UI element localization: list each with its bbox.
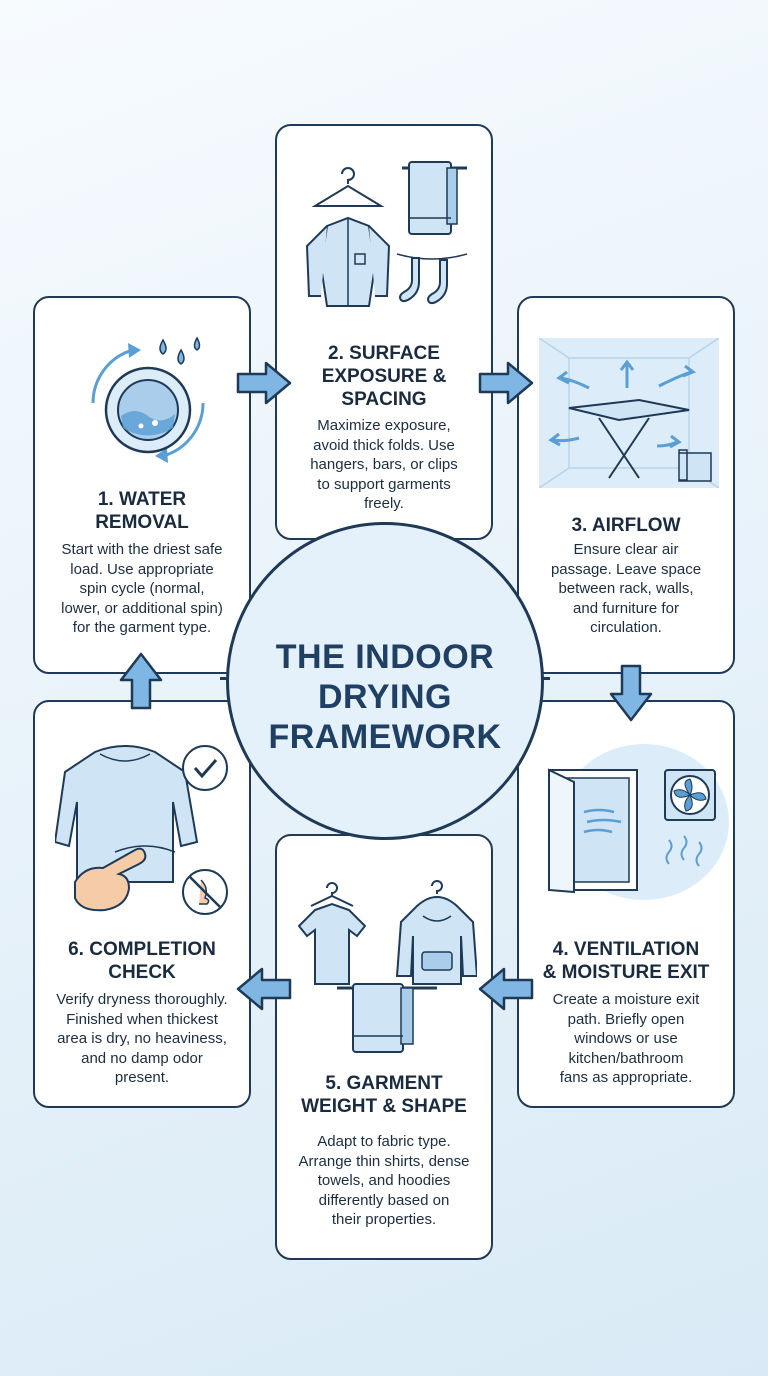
tshirt-hoodie-towel-icon	[297, 880, 477, 1053]
arrow-left-4-to-5-icon	[478, 967, 534, 1011]
sweater-touch-check-icon	[55, 745, 228, 915]
step-description: Adapt to fabric type.Arrange thin shirts…	[298, 1133, 470, 1228]
hangers-towel-socks-icon	[305, 161, 468, 307]
window-fan-icon	[548, 744, 729, 900]
step-title: 4. VENTILATION& MOISTURE EXIT	[542, 939, 710, 983]
step-description: Verify dryness thoroughly.Finished when …	[56, 991, 228, 1086]
arrow-right-1-to-2-icon	[236, 361, 292, 405]
hub-title: THE INDOOR DRYING FRAMEWORK	[268, 638, 502, 756]
step-description: Maximize exposure,avoid thick folds. Use…	[310, 417, 458, 512]
arrow-right-2-to-3-icon	[478, 361, 534, 405]
arrow-left-5-to-6-icon	[236, 967, 292, 1011]
drying-rack-room-icon	[539, 338, 719, 488]
washing-machine-icon	[91, 336, 205, 463]
step-card-ventilation: 4. VENTILATION& MOISTURE EXIT Create a m…	[517, 700, 735, 1108]
central-hub: THE INDOOR DRYING FRAMEWORK	[226, 522, 544, 840]
step-title: 3. AIRFLOW	[571, 515, 681, 536]
arrow-up-6-to-1-icon	[119, 652, 163, 710]
arrow-down-3-to-4-icon	[609, 664, 653, 722]
